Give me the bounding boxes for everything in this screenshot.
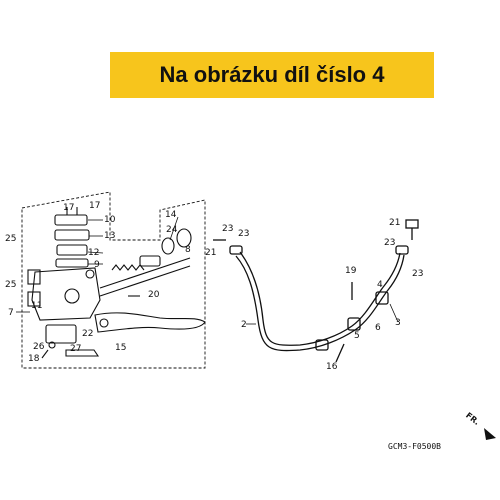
label-27: 27 xyxy=(70,344,81,354)
master-cylinder-body xyxy=(27,257,191,321)
label-16: 16 xyxy=(326,362,338,372)
diagram-code: GCM3-F0500B xyxy=(388,442,441,451)
assembly-frame xyxy=(21,191,206,369)
label-9: 9 xyxy=(94,260,100,270)
front-direction-indicator: FR. xyxy=(464,411,496,440)
label-8: 8 xyxy=(185,245,191,255)
label-17a: 17 xyxy=(63,203,74,213)
piston-spring-parts xyxy=(85,228,192,279)
label-15: 15 xyxy=(115,343,126,353)
label-22: 22 xyxy=(82,329,93,339)
label-21b: 21 xyxy=(389,218,400,228)
part-labels: 17 17 10 14 24 13 25 8 12 9 25 20 7 11 2… xyxy=(5,201,423,372)
label-23c: 23 xyxy=(384,238,395,248)
brake-hose xyxy=(213,219,419,363)
label-18: 18 xyxy=(28,354,40,364)
banner-text: Na obrázku díl číslo 4 xyxy=(159,62,385,87)
direction-arrow-icon xyxy=(484,428,496,440)
label-14: 14 xyxy=(165,210,177,220)
label-5: 5 xyxy=(354,331,360,341)
label-11: 11 xyxy=(31,301,42,311)
label-23b: 23 xyxy=(238,229,249,239)
label-19: 19 xyxy=(345,266,357,276)
label-7: 7 xyxy=(8,308,14,318)
label-13: 13 xyxy=(104,231,115,241)
label-2: 2 xyxy=(241,320,247,330)
label-20: 20 xyxy=(148,290,160,300)
label-12: 12 xyxy=(88,248,99,258)
label-10: 10 xyxy=(104,215,116,225)
label-26: 26 xyxy=(33,342,45,352)
label-24: 24 xyxy=(166,225,178,235)
label-25a: 25 xyxy=(5,234,16,244)
label-25b: 25 xyxy=(5,280,16,290)
label-23d: 23 xyxy=(412,269,423,279)
label-17b: 17 xyxy=(89,201,100,211)
label-23a: 23 xyxy=(222,224,233,234)
reservoir-cap-parts xyxy=(54,207,90,268)
brake-lever xyxy=(94,295,206,333)
highlight-banner: Na obrázku díl číslo 4 xyxy=(110,52,434,98)
label-21a: 21 xyxy=(205,248,216,258)
brake-switch-parts xyxy=(41,324,100,359)
leader-lines xyxy=(16,216,399,325)
label-4: 4 xyxy=(377,280,383,290)
label-3: 3 xyxy=(395,318,401,328)
direction-label: FR. xyxy=(464,411,481,427)
label-6: 6 xyxy=(375,323,381,333)
